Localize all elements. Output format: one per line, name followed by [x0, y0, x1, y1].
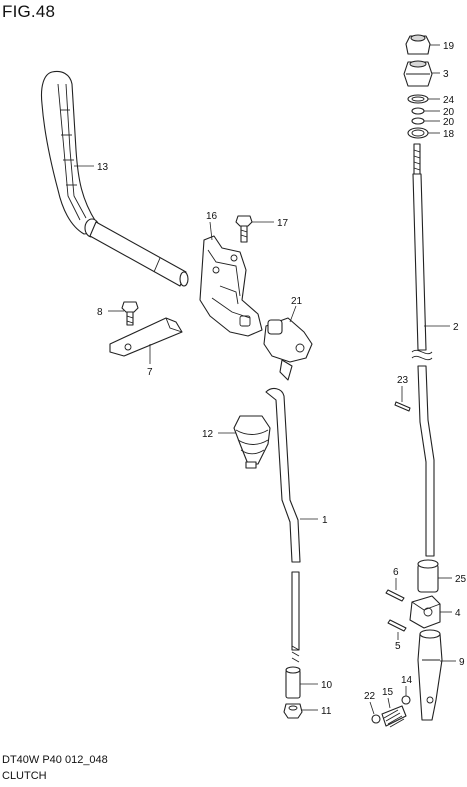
- callout-2: 2: [453, 322, 459, 333]
- ball-part-22: [371, 714, 381, 724]
- callout-18: 18: [443, 129, 455, 140]
- callout-8: 8: [97, 307, 103, 318]
- callout-16: 16: [206, 211, 218, 222]
- pin-part-23: [394, 401, 411, 412]
- shift-rod-part-1: [265, 387, 301, 663]
- callout-21: 21: [291, 296, 303, 307]
- callout-5: 5: [395, 641, 401, 652]
- shift-cam-part-21: [263, 317, 313, 381]
- guide-part-3: [403, 60, 433, 87]
- o-ring-part-24: [407, 94, 429, 104]
- coupler-part-10: [285, 666, 301, 699]
- bolt-part-17: [235, 215, 253, 243]
- ball-part-14: [401, 695, 411, 705]
- callout-19: 19: [443, 41, 455, 52]
- pin-part-6: [385, 589, 405, 602]
- callout-20a: 20: [443, 107, 455, 118]
- callout-25: 25: [455, 574, 467, 585]
- washer-part-20a: [411, 107, 425, 115]
- diagram-name: CLUTCH: [2, 770, 47, 782]
- sleeve-part-25: [417, 559, 439, 593]
- bracket-part-16: [199, 235, 263, 337]
- callout-20b: 20: [443, 117, 455, 128]
- nut-part-11: [283, 703, 303, 719]
- leader-lines: [74, 44, 456, 715]
- callout-6: 6: [393, 567, 399, 578]
- callout-12: 12: [202, 429, 214, 440]
- callout-10: 10: [321, 680, 333, 691]
- callout-15: 15: [382, 687, 394, 698]
- callout-24: 24: [443, 95, 455, 106]
- shift-block-part-4: [409, 595, 441, 629]
- callout-3: 3: [443, 69, 449, 80]
- bolt-part-8: [121, 301, 139, 326]
- plate-part-7: [109, 317, 183, 357]
- spring-part-15: [381, 705, 407, 728]
- diagram-code: DT40W P40 012_048: [2, 754, 108, 766]
- callout-4: 4: [455, 608, 461, 619]
- callout-14: 14: [401, 675, 413, 686]
- clutch-rod-part-2: [411, 143, 435, 557]
- callout-7: 7: [147, 367, 153, 378]
- callout-13: 13: [97, 162, 109, 173]
- pin-part-5: [387, 619, 407, 632]
- cap-part-19: [405, 34, 431, 55]
- callout-1: 1: [322, 515, 328, 526]
- clutch-shaft-part-9: [417, 629, 443, 721]
- callouts: 13 16 17 8 7 21 12 1 10 11 19 3 24 20 20…: [97, 41, 467, 717]
- callout-11: 11: [321, 706, 332, 717]
- callout-23: 23: [397, 375, 409, 386]
- callout-22: 22: [364, 691, 376, 702]
- figure-title: FIG.48: [2, 2, 56, 21]
- callout-17: 17: [277, 218, 289, 229]
- washer-part-20b: [411, 117, 425, 125]
- rubber-boot-part-12: [233, 415, 271, 469]
- o-ring-part-18: [407, 127, 429, 139]
- callout-9: 9: [459, 657, 465, 668]
- clutch-lever-part-13: [40, 70, 189, 287]
